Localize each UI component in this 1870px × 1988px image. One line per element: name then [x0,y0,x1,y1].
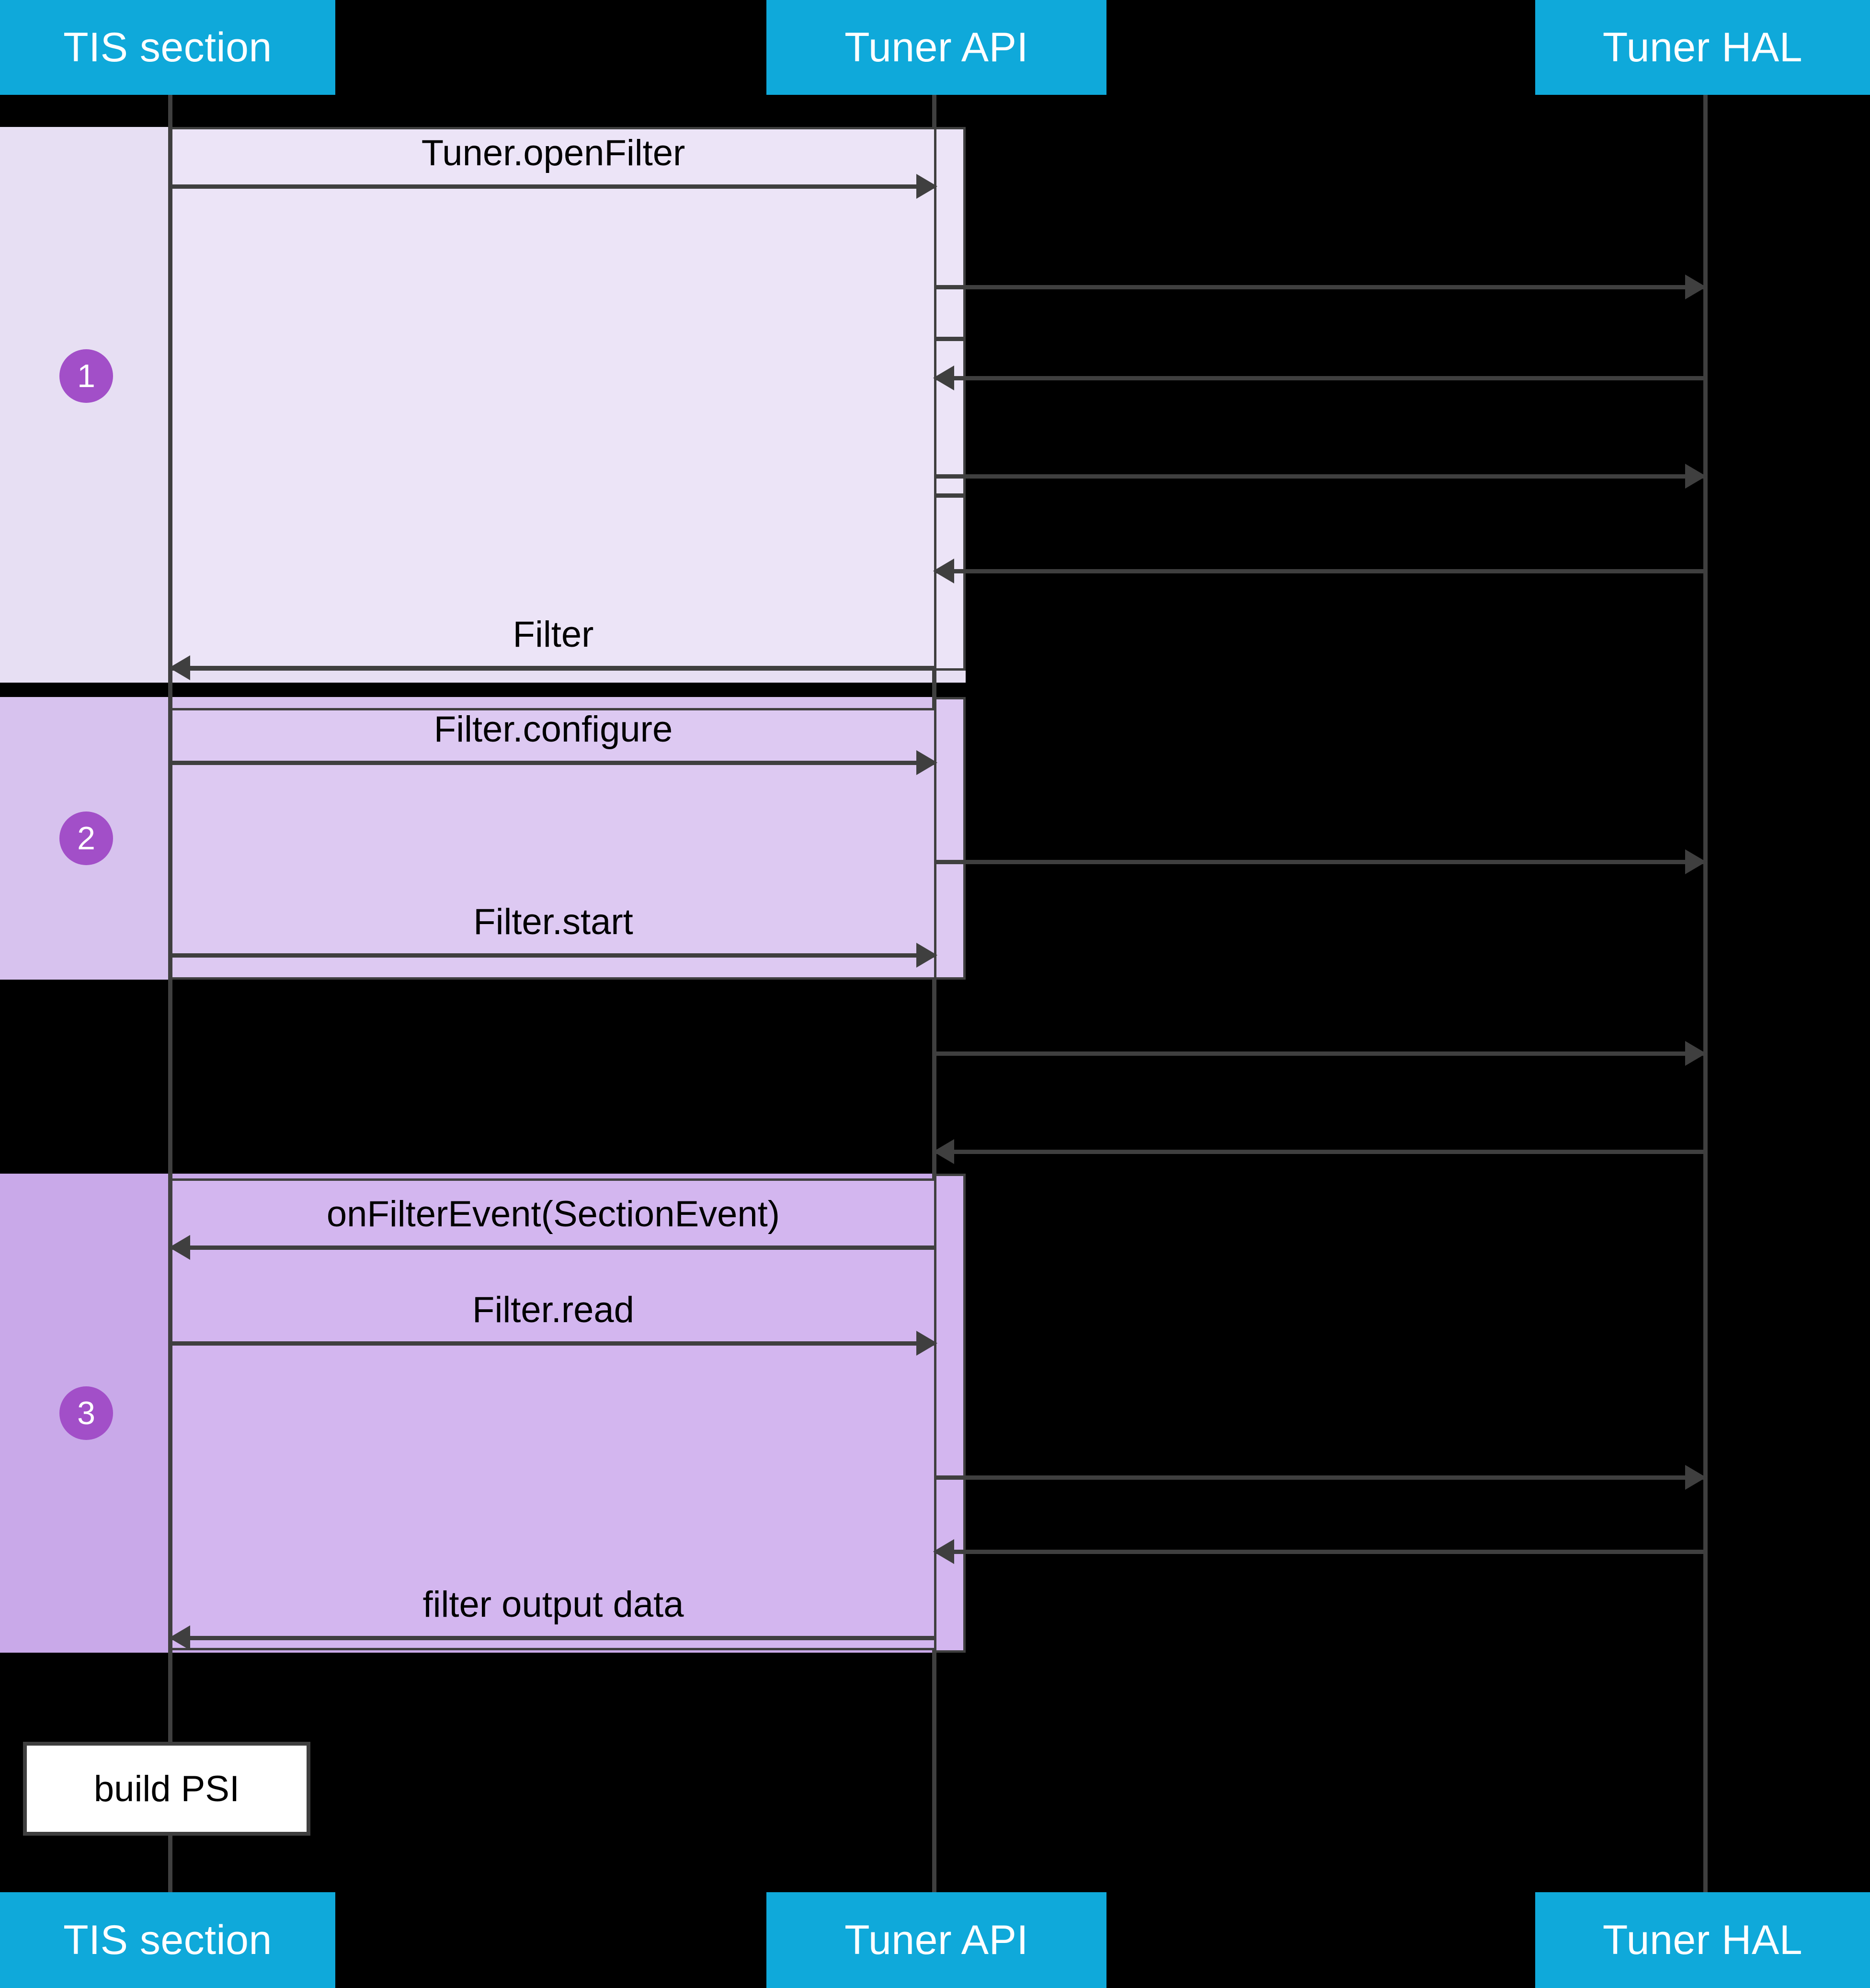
message-label: filter output data [422,1584,684,1625]
message-line [934,1150,1705,1154]
arrowhead-right-icon [1685,274,1706,299]
participant-header-tuner-hal-label: Tuner HAL [1602,24,1803,70]
note-build-psi-label: build PSI [93,1768,240,1809]
arrowhead-left-icon [933,366,954,390]
arrowhead-left-icon [933,1539,954,1564]
message-line [934,376,1705,380]
participant-footer-tis-section-label: TIS section [63,1917,272,1963]
message-label: Filter.configure [433,709,673,750]
arrowhead-left-icon [169,1625,190,1650]
message-line [934,860,1705,864]
step-badge-3-label: 3 [77,1395,95,1431]
arrowhead-right-icon [916,750,937,775]
message-label: onFilterEvent(SectionEvent) [326,1194,780,1234]
lifeline-tis-section-overlay [168,127,172,1892]
arrowhead-right-icon [1685,464,1706,489]
activation-separator [934,493,966,498]
activation-step-2-api-narrow [934,697,966,980]
arrowhead-right-icon [916,1331,937,1356]
arrowhead-right-icon [1685,1465,1706,1490]
participant-header-tis-section-label: TIS section [63,24,272,70]
message-line [934,1475,1705,1480]
participant-footer-tuner-api-label: Tuner API [844,1917,1028,1963]
lifeline-tuner-hal [1703,95,1708,1892]
activation-step-1-api-narrow [934,127,966,671]
participant-header-tuner-hal[interactable]: Tuner HAL [1535,0,1870,95]
message-line [170,1341,936,1346]
message-label: Filter [513,614,594,655]
message-label: Filter.read [472,1290,634,1330]
participant-footer-tuner-hal-label: Tuner HAL [1602,1917,1803,1963]
step-badge-2: 2 [59,811,113,865]
step-badge-3: 3 [59,1386,113,1440]
activation-step-3-api [170,1178,936,1650]
message-line [934,474,1705,479]
arrowhead-right-icon [916,174,937,199]
message-line [934,285,1705,289]
message-line [170,1245,936,1250]
arrowhead-left-icon [169,655,190,680]
message-line [170,184,936,189]
arrowhead-right-icon [1685,1041,1706,1066]
participant-header-tis-section[interactable]: TIS section [0,0,335,95]
participant-footer-tis-section[interactable]: TIS section [0,1892,335,1988]
participant-footer-tuner-hal[interactable]: Tuner HAL [1535,1892,1870,1988]
activation-separator [934,337,966,341]
lifeline-tuner-api-overlay [932,127,936,1892]
arrowhead-left-icon [933,559,954,583]
participant-footer-tuner-api[interactable]: Tuner API [766,1892,1106,1988]
message-line [170,1636,936,1640]
participant-header-tuner-api-label: Tuner API [844,24,1028,70]
step-badge-1: 1 [59,349,113,403]
arrowhead-right-icon [1685,849,1706,874]
message-line [170,666,936,670]
participant-header-tuner-api[interactable]: Tuner API [766,0,1106,95]
message-line [934,569,1705,573]
message-line [934,1550,1705,1554]
step-badge-2-label: 2 [77,820,95,857]
message-label: Tuner.openFilter [421,133,685,173]
arrowhead-left-icon [169,1235,190,1260]
activation-step-1-api [170,127,936,671]
arrowhead-left-icon [933,1139,954,1164]
message-line [170,761,936,765]
message-label: Filter.start [473,902,633,942]
activation-step-3-api-narrow [934,1174,966,1653]
message-line [934,1051,1705,1056]
arrowhead-right-icon [916,943,937,968]
note-build-psi: build PSI [23,1742,310,1836]
step-badge-1-label: 1 [77,358,95,394]
message-line [170,953,936,958]
